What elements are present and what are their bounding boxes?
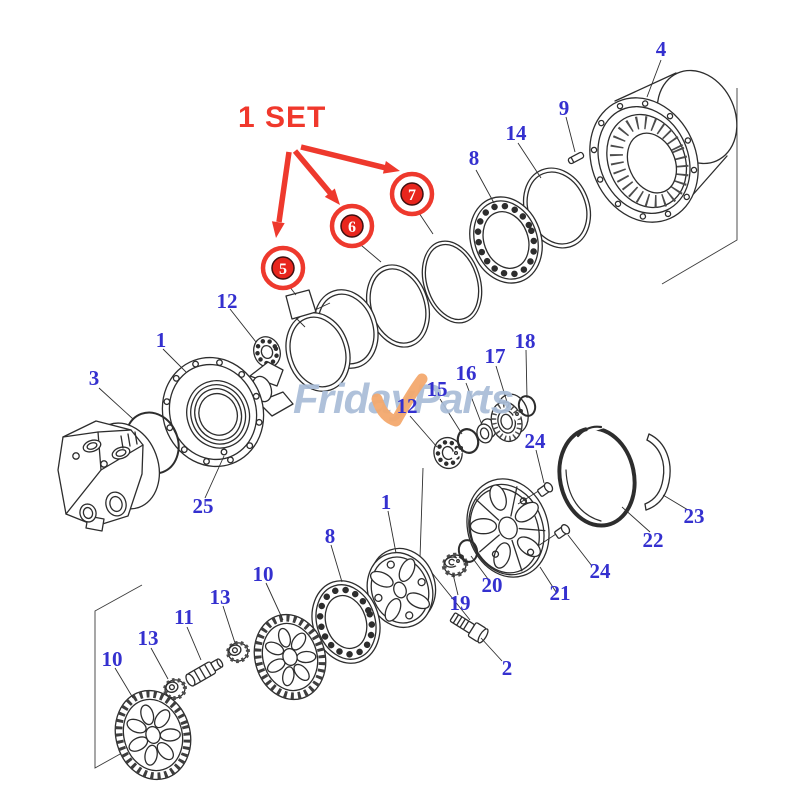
part-label-1-upper: 1 <box>156 328 167 352</box>
nut-13-right <box>226 640 250 664</box>
seal-ring-6 <box>366 264 430 348</box>
svg-text:7: 7 <box>408 187 416 204</box>
floating-seal-pair-5 <box>285 289 379 392</box>
part-label-21: 21 <box>550 581 571 605</box>
wheel-21 <box>466 478 550 578</box>
part-label-2: 2 <box>502 656 513 680</box>
bolt-24-lower <box>537 524 571 547</box>
watermark-check-icon <box>371 373 428 427</box>
part-label-14: 14 <box>506 121 528 145</box>
set-marker-7: 7 <box>389 171 435 217</box>
watermark-text: FridayParts <box>293 375 513 422</box>
shaft-11 <box>185 658 224 687</box>
bolt-2 <box>449 612 489 644</box>
snapring-20 <box>452 539 479 567</box>
part-label-20: 20 <box>482 573 503 597</box>
ring-23 <box>644 433 671 511</box>
bolt-24-upper <box>517 482 554 505</box>
part-label-23: 23 <box>684 504 705 528</box>
part-label-3: 3 <box>89 366 100 390</box>
hub-1-upper <box>161 356 294 468</box>
part-label-10-left: 10 <box>102 647 123 671</box>
part-label-16: 16 <box>456 361 477 385</box>
part-label-13-left: 13 <box>138 626 159 650</box>
part-label-13-right: 13 <box>210 585 231 609</box>
part-label-15: 15 <box>427 377 448 401</box>
bolt-25-target <box>220 448 228 456</box>
bearing-8-upper <box>469 196 543 284</box>
watermark: FridayParts <box>293 373 514 427</box>
set-annotation-label: 1 SET <box>238 101 326 134</box>
part-label-19: 19 <box>450 591 471 615</box>
svg-text:5: 5 <box>279 261 287 278</box>
carrier-1-lower <box>366 547 437 628</box>
ring-22 <box>557 419 637 528</box>
part-label-12-upper: 12 <box>217 289 238 313</box>
housing-drum-4 <box>589 69 738 223</box>
part-label-10-right: 10 <box>253 562 274 586</box>
nut-13-left <box>163 677 187 701</box>
part-label-12-mid: 12 <box>397 394 418 418</box>
set-annotation: 1 SET <box>238 101 400 238</box>
svg-text:6: 6 <box>348 219 356 236</box>
gear-10-left <box>114 689 192 781</box>
part-label-22: 22 <box>643 528 664 552</box>
snapring-18 <box>511 395 537 422</box>
arrow-to-marker-6 <box>324 188 340 205</box>
part-label-8-upper: 8 <box>469 146 480 170</box>
part-label-1-lower: 1 <box>381 490 392 514</box>
gear-10-right <box>253 613 327 701</box>
seal-set-connector <box>285 289 317 320</box>
bearing-8-lower <box>311 580 381 664</box>
part-label-4: 4 <box>656 37 667 61</box>
seal-ring-14 <box>522 167 592 249</box>
part-label-8-lower: 8 <box>325 524 336 548</box>
part-label-18: 18 <box>515 329 536 353</box>
part-label-17: 17 <box>485 344 506 368</box>
arrow-to-marker-7 <box>382 161 400 174</box>
part-label-24-upper: 24 <box>525 429 547 453</box>
sheet-border-top-right <box>661 88 738 285</box>
part-label-11: 11 <box>174 605 194 629</box>
snapring-15 <box>449 428 480 461</box>
seal-ring-7 <box>421 240 483 324</box>
sheet-border-bottom-left <box>94 584 143 769</box>
part-labels: 4 9 14 8 12 1 3 25 18 17 16 15 12 24 22 … <box>89 37 705 680</box>
pin-9 <box>567 151 585 165</box>
set-marker-5: 5 <box>260 245 306 291</box>
part-label-9: 9 <box>559 96 570 120</box>
set-marker-6: 6 <box>329 203 375 249</box>
part-label-24-lower: 24 <box>590 559 612 583</box>
valve-block <box>57 420 160 532</box>
bearing-12-upper <box>253 336 281 368</box>
arrow-to-marker-5 <box>271 221 285 238</box>
part-label-25: 25 <box>193 494 214 518</box>
